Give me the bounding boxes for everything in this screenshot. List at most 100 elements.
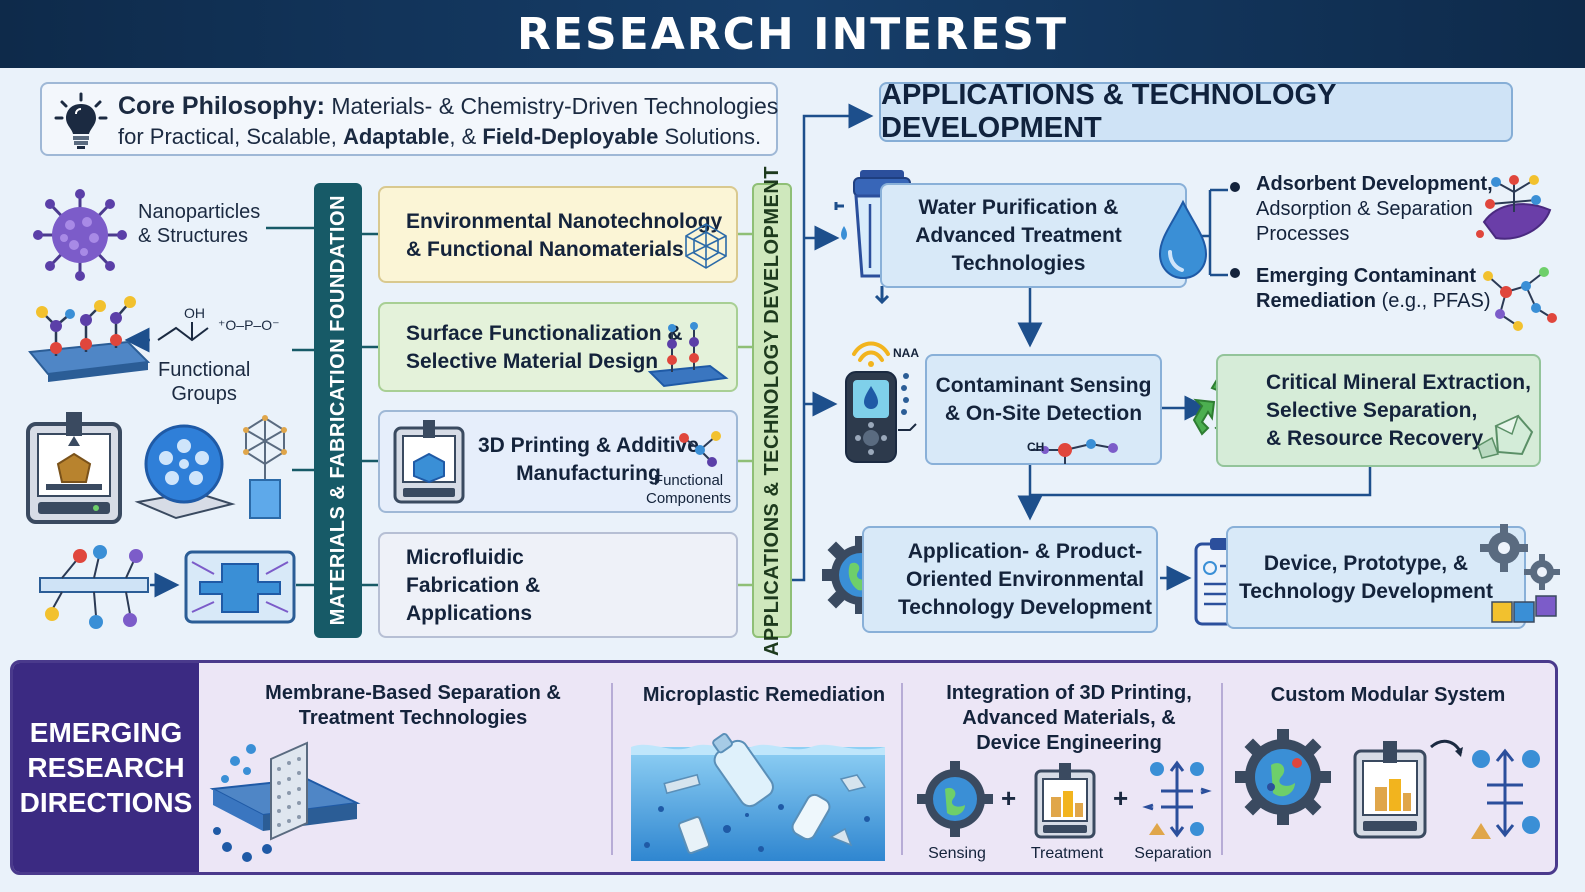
- functionalized-surface-icon: [28, 296, 151, 382]
- core-line1-text: Materials- & Chemistry-Driven Technologi…: [331, 93, 779, 119]
- applications-development-bar: APPLICATIONS & TECHNOLOGY DEVELOPMENT: [752, 166, 792, 656]
- nanoparticles-label: Nanoparticles & Structures: [138, 200, 260, 248]
- env-line-2: & Functional Nanomaterials: [406, 238, 684, 261]
- emerging-directions-label-block: EMERGING RESEARCH DIRECTIONS: [13, 663, 199, 872]
- separation-caption: Separation: [1134, 845, 1212, 862]
- emerging-label-line-3: DIRECTIONS: [19, 787, 193, 818]
- emerging-label-line-1: EMERGING: [29, 717, 183, 748]
- functional-groups-line-1: Functional: [158, 359, 251, 381]
- membrane-line-1: Membrane-Based Separation &: [265, 682, 561, 704]
- nanoparticles-line-1: Nanoparticles: [138, 201, 261, 223]
- droplet-separation-icon: [39, 545, 149, 629]
- critical-mineral-title: Critical Mineral Extraction, Selective S…: [1266, 369, 1531, 453]
- chem-phosphate-label: ⁺O–P–O⁻: [218, 317, 279, 333]
- sensing-molecule-icon: [1031, 439, 1118, 464]
- sensor-label: NAA: [893, 346, 919, 360]
- molecular-scaffold-icon: [243, 415, 287, 519]
- sensing-title: Contaminant Sensing & On-Site Detection: [936, 372, 1152, 428]
- core-line-1: Core Philosophy: Materials- & Chemistry-…: [118, 92, 778, 121]
- applications-header: APPLICATIONS & TECHNOLOGY DEVELOPMENT: [879, 79, 1513, 144]
- plus-sign-1: +: [1001, 783, 1017, 813]
- core-line2-c: , &: [449, 124, 483, 149]
- core-line2-d: Field-Deployable: [482, 124, 659, 149]
- sensor-device-icon: [845, 341, 917, 463]
- critical-line-2: Selective Separation,: [1266, 398, 1478, 422]
- sensing-line-2: & On-Site Detection: [944, 402, 1143, 425]
- nanonetwork-icon: [685, 223, 727, 269]
- contaminant-rest: (e.g., PFAS): [1376, 290, 1491, 312]
- water-line-3: Technologies: [951, 251, 1086, 275]
- microplastic-title: Microplastic Remediation: [625, 683, 903, 708]
- 3d-printer-icon: [26, 412, 122, 524]
- core-line2-e: Solutions.: [658, 124, 762, 149]
- print-line-2: Manufacturing: [516, 462, 661, 485]
- device-line-1: Device, Prototype, &: [1263, 551, 1469, 575]
- integration-title: Integration of 3D Printing, Advanced Mat…: [909, 681, 1229, 756]
- bullet-icon: [1230, 182, 1240, 192]
- 3d-printing-title: 3D Printing & Additive Manufacturing: [478, 432, 699, 488]
- materials-foundation-label: MATERIALS & FABRICATION FOUNDATION: [326, 195, 349, 626]
- nanoparticles-line-2: & Structures: [138, 225, 249, 247]
- chem-oh-label: OH: [184, 305, 205, 321]
- print-sub-line-2: Components: [646, 490, 732, 507]
- divider-1: [611, 683, 613, 855]
- integration-line-3: Device Engineering: [976, 732, 1162, 754]
- treatment-printer-icon: [1034, 763, 1096, 839]
- adsorbent-bold: Adsorbent Development,: [1256, 173, 1493, 195]
- emerging-label-line-2: RESEARCH: [27, 752, 185, 783]
- surface-ligand-icon: [647, 322, 729, 388]
- functional-components-label: Functional Components: [646, 472, 731, 508]
- divider-3: [1221, 683, 1223, 855]
- contaminant-bold: Emerging Contaminant: [1256, 265, 1477, 287]
- modular-separation-icon: [1471, 748, 1540, 839]
- core-philosophy-box: Core Philosophy: Materials- & Chemistry-…: [40, 82, 778, 156]
- microfluidic-chip-icon: [184, 550, 296, 624]
- micro-line-2: Fabrication &: [406, 574, 541, 597]
- sensing-line-1: Contaminant Sensing: [935, 374, 1152, 397]
- bullet-icon-2: [1230, 268, 1240, 278]
- env-nanotech-box: Environmental Nanotechnology & Functiona…: [378, 186, 738, 283]
- device-prototype-title: Device, Prototype, & Technology Developm…: [1239, 550, 1493, 606]
- functional-groups-label: Functional Groups: [158, 358, 250, 406]
- modular-printer-icon: [1353, 739, 1463, 839]
- core-line-2: for Practical, Scalable, Adaptable, & Fi…: [118, 124, 761, 150]
- emerging-directions-panel: EMERGING RESEARCH DIRECTIONS Membrane-Ba…: [10, 660, 1558, 875]
- divider-2: [901, 683, 903, 855]
- modular-line-1: Custom Modular System: [1270, 684, 1506, 706]
- integration-line-2: Advanced Materials, &: [962, 707, 1176, 729]
- adsorbent-text: Adsorbent Development, Adsorption & Sepa…: [1256, 172, 1493, 247]
- integration-line-1: Integration of 3D Printing,: [946, 682, 1192, 704]
- 3d-printer-small-icon: [393, 420, 465, 504]
- emerging-contaminant-text: Emerging Contaminant Remediation (e.g., …: [1256, 264, 1491, 314]
- app-product-line-2: Oriented Environmental: [905, 567, 1145, 591]
- ch-label: CH: [1027, 440, 1045, 454]
- microfluidic-box: Microfluidic Fabrication & Applications: [378, 532, 738, 638]
- adsorbent-line-2: Adsorption & Separation: [1256, 198, 1473, 220]
- micro-line-1: Microfluidic: [406, 546, 524, 569]
- mineral-crystal-icon: [1477, 414, 1534, 459]
- env-nanotech-title: Environmental Nanotechnology & Functiona…: [406, 208, 722, 264]
- print-sub-line-1: Functional: [653, 472, 724, 489]
- modular-title: Custom Modular System: [1229, 683, 1547, 708]
- functional-groups-line-2: Groups: [171, 383, 237, 405]
- water-line-2: Advanced Treatment: [915, 223, 1122, 247]
- pfas-molecule-icon: [1483, 267, 1557, 331]
- micro-line-3: Applications: [406, 602, 533, 625]
- 3d-printing-box: 3D Printing & Additive Manufacturing Fun…: [378, 410, 738, 513]
- contaminant-bold-2: Remediation: [1256, 290, 1377, 312]
- core-line2-a: for Practical, Scalable,: [118, 124, 343, 149]
- modular-gear-icon: [1235, 729, 1331, 825]
- surf-line-2: Selective Material Design: [406, 350, 659, 373]
- surface-title: Surface Functionalization & Selective Ma…: [406, 320, 683, 376]
- app-product-box: Application- & Product- Oriented Environ…: [862, 526, 1158, 633]
- adsorbent-line-3: Processes: [1256, 223, 1350, 245]
- surf-line-1: Surface Functionalization &: [406, 322, 683, 345]
- water-line-1: Water Purification &: [918, 195, 1119, 219]
- critical-mineral-box: Critical Mineral Extraction, Selective S…: [1216, 354, 1541, 467]
- gears-modules-icon: [1480, 524, 1560, 623]
- materials-foundation-bar: MATERIALS & FABRICATION FOUNDATION: [314, 183, 362, 638]
- surface-functionalization-box: Surface Functionalization & Selective Ma…: [378, 302, 738, 392]
- chemical-structure-icon: OH ⁺O–P–O⁻: [157, 305, 279, 342]
- critical-line-1: Critical Mineral Extraction,: [1266, 370, 1531, 394]
- device-prototype-box: Device, Prototype, & Technology Developm…: [1226, 526, 1526, 629]
